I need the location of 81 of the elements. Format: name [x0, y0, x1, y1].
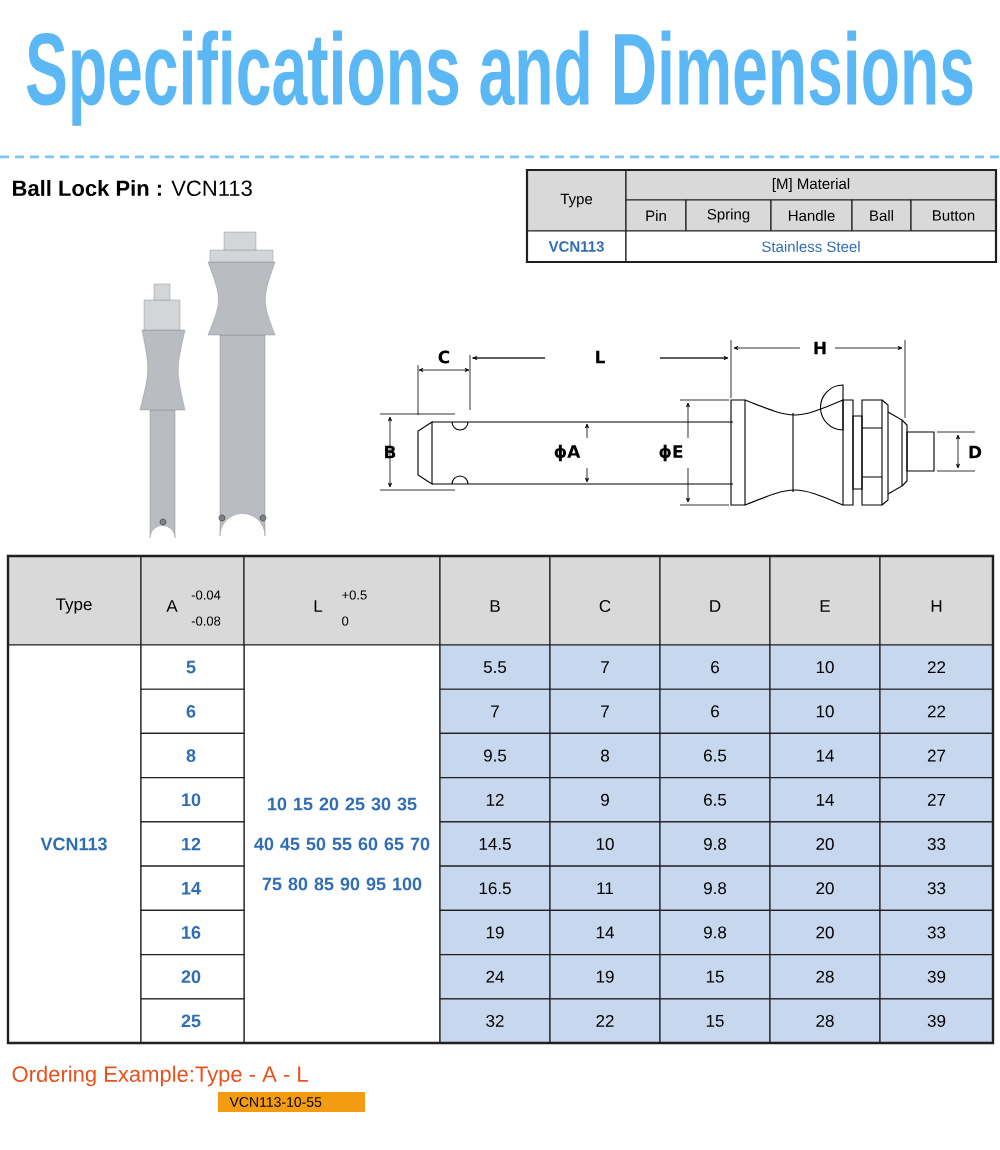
table-cell: 6.5 — [659, 777, 771, 823]
table-cell: H — [879, 555, 994, 646]
table-cell: 14 — [769, 777, 881, 823]
table-cell: 14.5 — [439, 821, 551, 867]
table-cell: 11 — [549, 865, 661, 911]
table-cell: 5 — [140, 644, 245, 690]
table-cell: A -0.04 -0.08 — [140, 555, 245, 646]
table-cell: 27 — [879, 777, 994, 823]
dimension-label: C — [438, 350, 450, 364]
table-cell: VCN113 — [7, 644, 142, 1044]
table-cell: Pin — [625, 199, 687, 232]
heading: Ball Lock Pin : VCN113 — [13, 179, 252, 197]
table-cell: 6 — [140, 688, 245, 735]
table-cell: 6 — [659, 688, 771, 735]
dimension-label: B — [385, 445, 396, 459]
table-cell: Ball — [851, 199, 912, 232]
table-cell: C — [549, 555, 661, 646]
table-cell: 12 — [140, 821, 245, 867]
example-code: VCN113-10-55 — [218, 1092, 365, 1112]
table-cell: 28 — [769, 998, 881, 1044]
table-cell: 28 — [769, 953, 881, 1000]
table-cell: 25 — [140, 998, 245, 1044]
table-cell: 20 — [140, 953, 245, 1000]
table-cell: 20 — [769, 865, 881, 911]
table-cell: 19 — [439, 909, 551, 956]
dimension-label: ϕE — [659, 444, 683, 462]
table-cell: 20 — [769, 821, 881, 867]
table-cell: 6 — [659, 644, 771, 690]
table-cell: Type — [7, 555, 142, 646]
ordering-example: Ordering Example:Type - A - L — [12, 1065, 308, 1087]
table-cell: 7 — [549, 644, 661, 690]
title: Specifications and Dimensions — [26, 30, 973, 126]
table-cell: 33 — [879, 865, 994, 911]
table-cell: 22 — [549, 998, 661, 1044]
table-cell: L +0.5 0 — [243, 555, 441, 646]
dimension-label: L — [596, 350, 605, 364]
table-cell: 19 — [549, 953, 661, 1000]
table-cell: 6.5 — [659, 732, 771, 779]
dimension-label: D — [969, 445, 982, 459]
table-cell: 32 — [439, 998, 551, 1044]
table-cell: 15 — [659, 998, 771, 1044]
table-cell: E — [769, 555, 881, 646]
table-cell: Button — [910, 199, 997, 232]
table-cell: 10 — [769, 644, 881, 690]
table-cell: 16.5 — [439, 865, 551, 911]
table-cell: 9.8 — [659, 821, 771, 867]
table-cell: 10 — [140, 777, 245, 823]
table-cell: 9.8 — [659, 865, 771, 911]
table-cell: 22 — [879, 688, 994, 735]
table-cell: 7 — [549, 688, 661, 735]
table-cell: 20 — [769, 909, 881, 956]
table-cell: 7 — [439, 688, 551, 735]
table-cell: 33 — [879, 821, 994, 867]
dimension-label: H — [814, 341, 826, 355]
table-cell: 9.5 — [439, 732, 551, 779]
table-cell: 16 — [140, 909, 245, 956]
table-cell: 12 — [439, 777, 551, 823]
table-cell: Handle — [770, 199, 853, 232]
table-cell: 33 — [879, 909, 994, 956]
table-cell: VCN113 — [526, 230, 627, 263]
table-cell: 22 — [879, 644, 994, 690]
table-cell: 39 — [879, 953, 994, 1000]
table-cell: B — [439, 555, 551, 646]
table-cell: 10 — [769, 688, 881, 735]
table-cell: 14 — [769, 732, 881, 779]
table-cell: 10 — [549, 821, 661, 867]
table-cell: 10 15 20 25 30 35 40 45 50 55 60 65 70 75 80 85 90 95 100 — [243, 644, 441, 1044]
dimension-label: ϕA — [554, 444, 581, 462]
table-cell: 9.8 — [659, 909, 771, 956]
table-cell: 27 — [879, 732, 994, 779]
table-cell: 39 — [879, 998, 994, 1044]
table-cell: 15 — [659, 953, 771, 1000]
table-cell: 8 — [549, 732, 661, 779]
table-cell: 5.5 — [439, 644, 551, 690]
table-cell: 24 — [439, 953, 551, 1000]
table-cell: Spring — [685, 199, 772, 232]
table-cell: D — [659, 555, 771, 646]
table-cell: 9 — [549, 777, 661, 823]
table-cell: 14 — [140, 865, 245, 911]
table-cell: 8 — [140, 732, 245, 779]
table-cell: 14 — [549, 909, 661, 956]
